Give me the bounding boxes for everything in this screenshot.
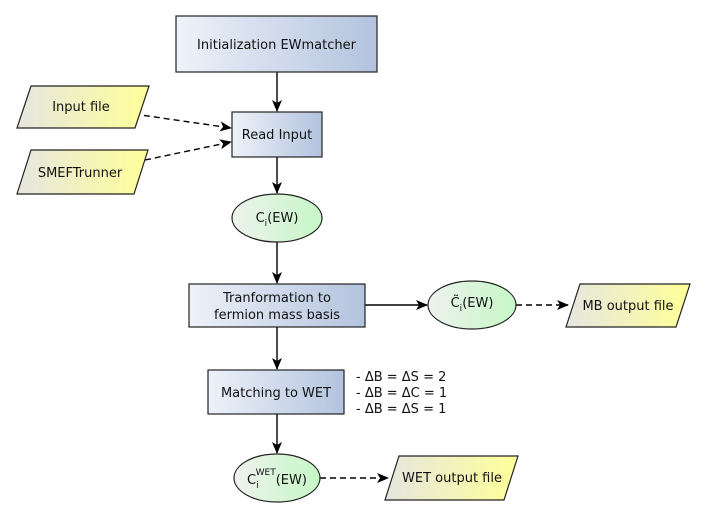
- matching-note: - ΔB = ΔC = 1: [356, 386, 447, 401]
- input-file-label: Input file: [52, 100, 110, 115]
- node-ci-ew: Ci(EW): [231, 193, 323, 243]
- wet-output-label: WET output file: [402, 471, 502, 486]
- edge-smeft-to-read: [144, 139, 232, 161]
- matching-note: - ΔB = ΔS = 1: [356, 402, 446, 417]
- node-ci-wet-ew: CiWET(EW): [233, 453, 321, 503]
- transformation-label-line2: fermion mass basis: [214, 308, 340, 323]
- node-transformation: Tranformation to fermion mass basis: [188, 283, 366, 328]
- node-wet-output-file: WET output file: [384, 455, 519, 501]
- node-initialization: Initialization EWmatcher: [175, 15, 378, 73]
- ci-wet-ew-label: CiWET(EW): [247, 468, 307, 491]
- node-input-file: Input file: [16, 85, 150, 129]
- matching-notes: - ΔB = ΔS = 2 - ΔB = ΔC = 1 - ΔB = ΔS = …: [356, 370, 447, 417]
- ci-tilde-ew-label: C̃i(EW): [451, 296, 494, 314]
- init-label: Initialization EWmatcher: [197, 38, 357, 53]
- node-matching: Matching to WET: [207, 369, 345, 415]
- edge-inputfile-to-read: [133, 113, 232, 132]
- node-read-input: Read Input: [231, 111, 323, 158]
- transformation-label-line1: Tranformation to: [222, 291, 331, 306]
- matching-note: - ΔB = ΔS = 2: [356, 370, 446, 385]
- ci-ew-label: Ci(EW): [256, 211, 299, 229]
- node-mb-output-file: MB output file: [565, 283, 691, 328]
- read-input-label: Read Input: [242, 128, 312, 143]
- smeft-runner-label: SMEFTrunner: [38, 166, 123, 181]
- node-ci-tilde-ew: C̃i(EW): [427, 280, 517, 330]
- mb-output-label: MB output file: [582, 299, 673, 314]
- node-smeft-runner: SMEFTrunner: [16, 149, 149, 195]
- matching-label: Matching to WET: [221, 386, 331, 401]
